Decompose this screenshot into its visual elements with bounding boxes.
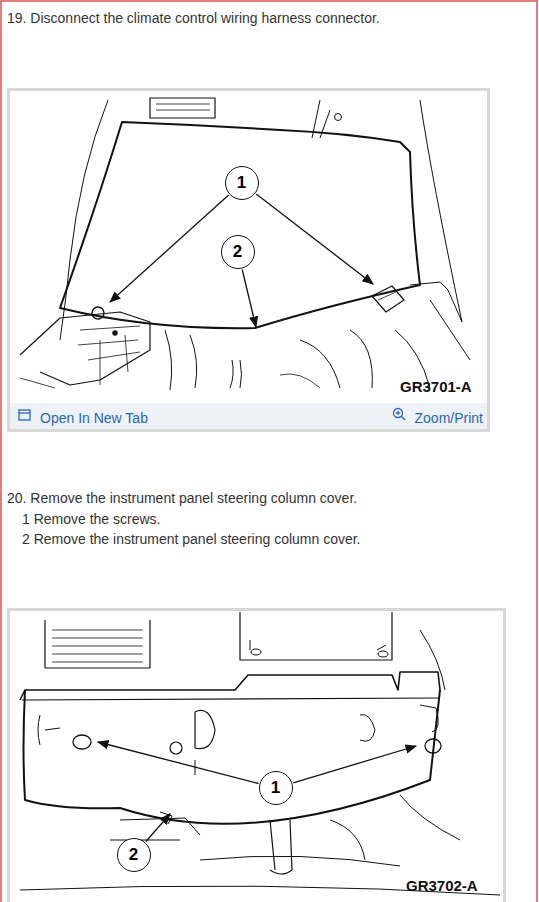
figure-code: GR3701-A: [400, 378, 472, 395]
callout-circle: 2: [221, 235, 255, 269]
leader-line: [293, 746, 416, 783]
figure-frame: GR3702-A 1 2: [7, 608, 506, 902]
toolbar-link: Zoom/Print: [415, 410, 483, 427]
substep-text: 2 Remove the instrument panel steering c…: [22, 531, 361, 548]
figure-code: GR3702-A: [406, 877, 478, 894]
callout-number: 2: [129, 846, 138, 863]
callout-circle: 1: [259, 771, 293, 805]
step-text: 20. Remove the instrument panel steering…: [7, 490, 357, 507]
callout-number: 1: [271, 779, 280, 796]
callout-number: 1: [237, 174, 246, 191]
steering-column-cover-drawing: [20, 612, 500, 895]
callout-circle: 1: [225, 166, 259, 200]
callout-circle: 2: [117, 838, 151, 872]
figure-frame: GR3701-A Open In New Tab Zoom/Print 1 2: [7, 88, 490, 432]
toolbar: [10, 403, 487, 429]
toolbar-link: Open In New Tab: [40, 410, 148, 427]
leader-line: [98, 742, 259, 783]
step-text: 19. Disconnect the climate control wirin…: [7, 10, 380, 27]
callout-number: 2: [233, 243, 242, 260]
climate-panel-drawing: [20, 98, 470, 390]
leader-line: [242, 270, 256, 327]
leader-line: [110, 195, 229, 302]
substep-text: 1 Remove the screws.: [22, 511, 161, 528]
leader-line: [146, 814, 170, 841]
leader-line: [256, 194, 373, 284]
